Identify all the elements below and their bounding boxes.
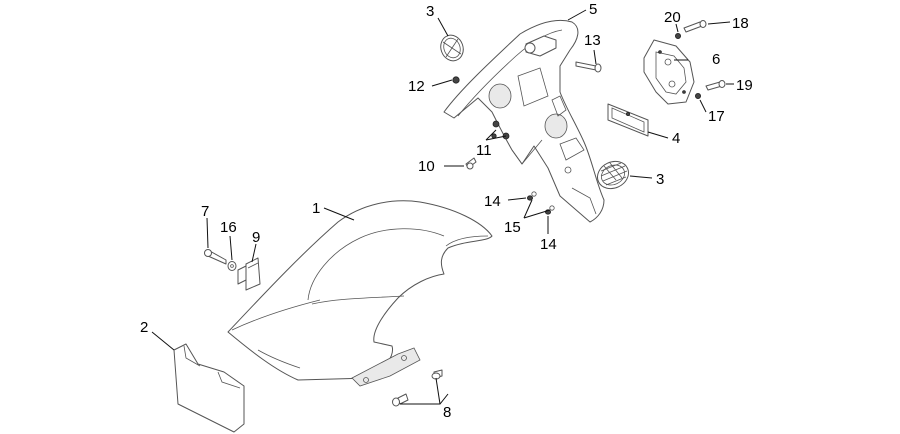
callout-17: 17 xyxy=(708,108,725,125)
callout-14-bottom: 14 xyxy=(540,236,557,253)
tail-bracket xyxy=(443,20,605,223)
callout-19: 19 xyxy=(736,77,753,94)
callout-3-side: 3 xyxy=(656,171,664,188)
callout-numbers: 1 2 3 3 4 5 6 7 8 9 10 11 12 13 14 14 15… xyxy=(140,1,753,421)
leader-lines xyxy=(151,9,734,405)
fastener-bolts xyxy=(392,369,443,407)
bolt-washer-bracket-set xyxy=(204,249,261,291)
small-hardware xyxy=(452,20,726,215)
callout-9: 9 xyxy=(252,229,260,246)
callout-2: 2 xyxy=(140,319,148,336)
callout-14-left: 14 xyxy=(484,193,501,210)
callout-3-top: 3 xyxy=(426,3,434,20)
callout-4: 4 xyxy=(672,130,680,147)
rear-mudguard xyxy=(227,200,493,387)
callout-18: 18 xyxy=(732,15,749,32)
mud-flap xyxy=(173,343,245,433)
callout-12: 12 xyxy=(408,78,425,95)
callout-20: 20 xyxy=(664,9,681,26)
plate-bracket xyxy=(643,39,695,105)
callout-15: 15 xyxy=(504,219,521,236)
callout-1: 1 xyxy=(312,200,320,217)
reflector-round-top xyxy=(440,34,464,62)
callout-7: 7 xyxy=(201,203,209,220)
callout-10: 10 xyxy=(418,158,435,175)
callout-16: 16 xyxy=(220,219,237,236)
callout-11: 11 xyxy=(476,142,492,159)
callout-5: 5 xyxy=(589,1,597,18)
callout-6: 6 xyxy=(712,51,720,68)
callout-8: 8 xyxy=(443,404,451,421)
plate-light-lens xyxy=(607,103,649,137)
callout-13: 13 xyxy=(584,32,601,49)
reflector-grid-side xyxy=(596,160,630,190)
